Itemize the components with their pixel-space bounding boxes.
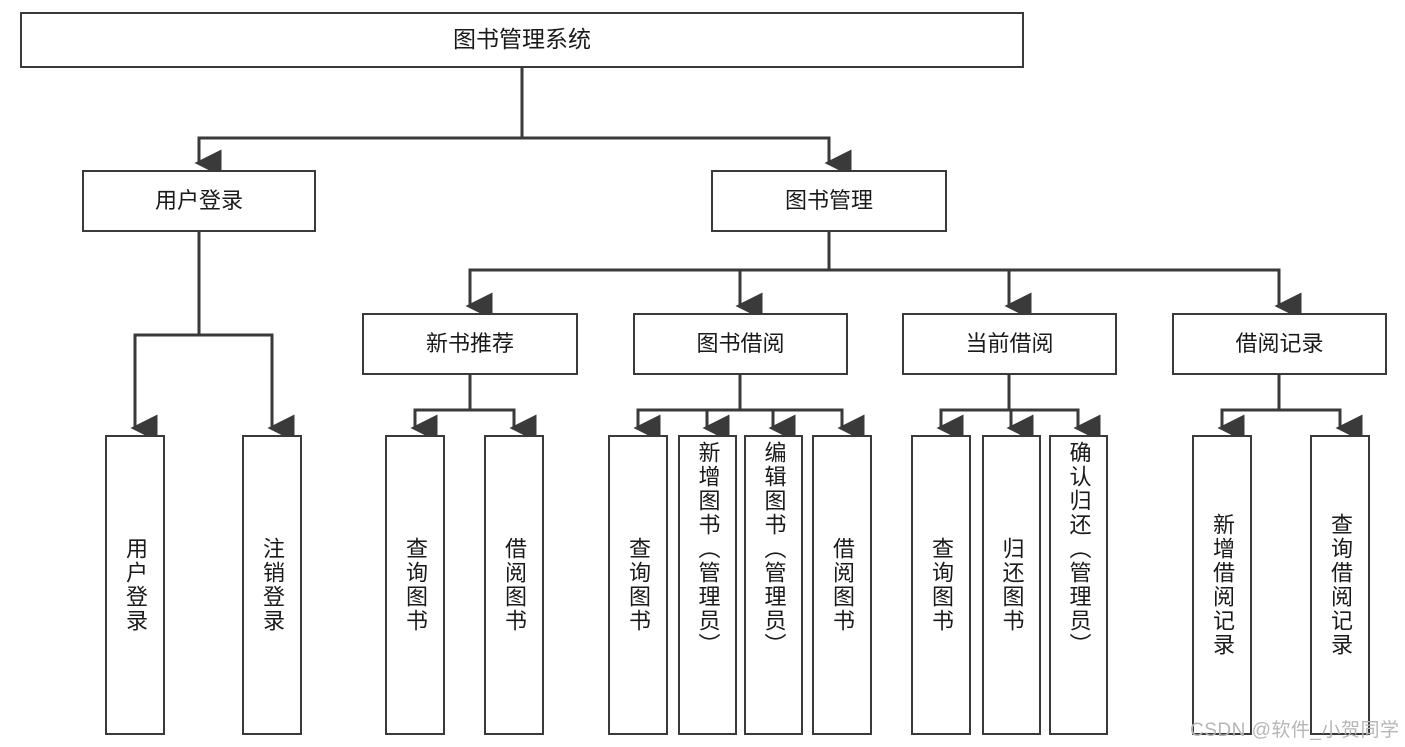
node-new-book-recommend-label: 新书推荐 bbox=[425, 331, 514, 357]
leaf-add-borrow-record[interactable]: 新增借阅记录 bbox=[1192, 435, 1252, 735]
leaf-query-book-current-label: 查询图书 bbox=[929, 537, 954, 633]
node-user-login-label: 用户登录 bbox=[154, 188, 243, 214]
node-current-borrow[interactable]: 当前借阅 bbox=[902, 313, 1117, 375]
leaf-query-book-newbook-label: 查询图书 bbox=[403, 537, 428, 633]
leaf-add-book-admin[interactable]: 新增图书（管理员） bbox=[678, 435, 737, 735]
leaf-query-borrow-record[interactable]: 查询借阅记录 bbox=[1310, 435, 1370, 735]
node-book-management[interactable]: 图书管理 bbox=[711, 170, 947, 232]
node-book-borrow-label: 图书借阅 bbox=[696, 331, 785, 357]
leaf-confirm-return-admin-label: 确认归还（管理员） bbox=[1066, 441, 1092, 657]
leaf-logout-label: 注销登录 bbox=[260, 537, 285, 633]
leaf-return-book[interactable]: 归还图书 bbox=[982, 435, 1041, 735]
node-new-book-recommend[interactable]: 新书推荐 bbox=[362, 313, 578, 375]
leaf-return-book-label: 归还图书 bbox=[999, 537, 1025, 633]
leaf-edit-book-admin-label: 编辑图书（管理员） bbox=[761, 441, 787, 657]
node-borrow-record-label: 借阅记录 bbox=[1235, 331, 1324, 357]
leaf-user-login[interactable]: 用户登录 bbox=[105, 435, 165, 735]
leaf-logout[interactable]: 注销登录 bbox=[242, 435, 302, 735]
leaf-borrow-book[interactable]: 借阅图书 bbox=[812, 435, 872, 735]
leaf-borrow-book-newbook[interactable]: 借阅图书 bbox=[484, 435, 544, 735]
leaf-query-book-borrow[interactable]: 查询图书 bbox=[608, 435, 668, 735]
leaf-add-borrow-record-label: 新增借阅记录 bbox=[1210, 513, 1235, 657]
leaf-query-book-current[interactable]: 查询图书 bbox=[911, 435, 971, 735]
node-book-management-label: 图书管理 bbox=[784, 188, 873, 214]
node-root-label: 图书管理系统 bbox=[453, 26, 591, 53]
leaf-query-book-borrow-label: 查询图书 bbox=[626, 537, 651, 633]
node-user-login[interactable]: 用户登录 bbox=[82, 170, 316, 232]
leaf-borrow-book-label: 借阅图书 bbox=[830, 537, 855, 633]
leaf-query-book-newbook[interactable]: 查询图书 bbox=[385, 435, 445, 735]
leaf-confirm-return-admin[interactable]: 确认归还（管理员） bbox=[1049, 435, 1108, 735]
node-root[interactable]: 图书管理系统 bbox=[20, 12, 1024, 68]
leaf-borrow-book-newbook-label: 借阅图书 bbox=[502, 537, 527, 633]
node-current-borrow-label: 当前借阅 bbox=[965, 331, 1054, 357]
leaf-query-borrow-record-label: 查询借阅记录 bbox=[1328, 513, 1353, 657]
node-borrow-record[interactable]: 借阅记录 bbox=[1172, 313, 1387, 375]
leaf-user-login-label: 用户登录 bbox=[123, 537, 148, 633]
node-book-borrow[interactable]: 图书借阅 bbox=[633, 313, 848, 375]
leaf-add-book-admin-label: 新增图书（管理员） bbox=[695, 441, 721, 657]
leaf-edit-book-admin[interactable]: 编辑图书（管理员） bbox=[744, 435, 803, 735]
